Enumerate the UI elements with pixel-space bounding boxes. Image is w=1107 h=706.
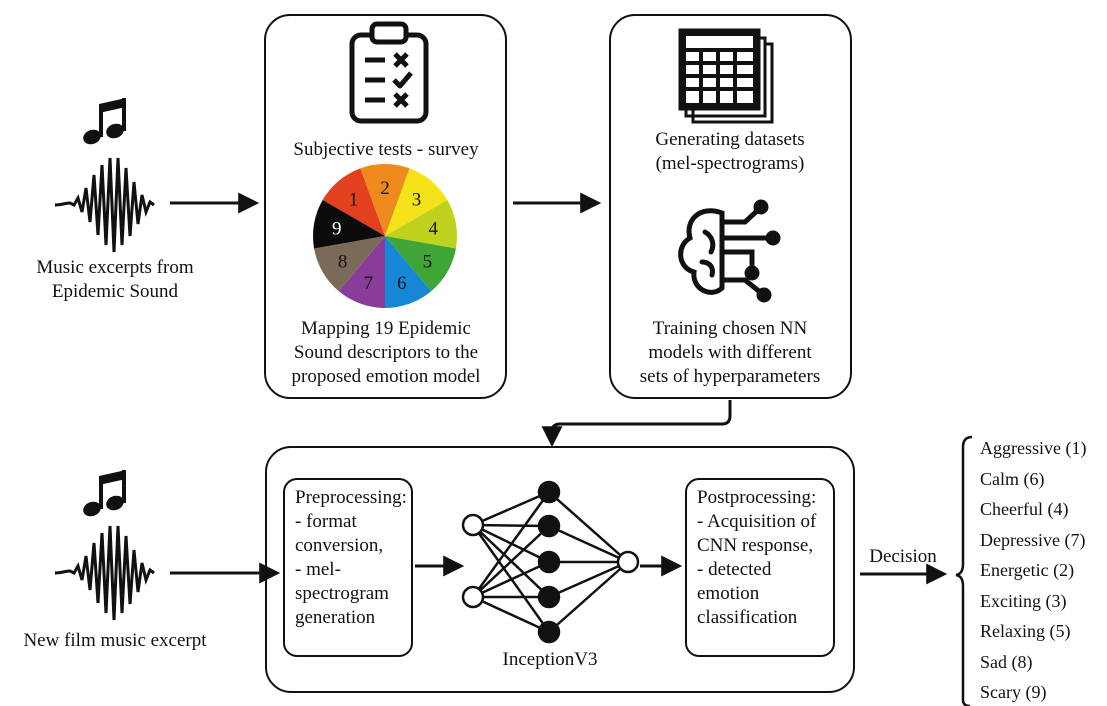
- emotion-item: Exciting (3): [980, 590, 1067, 611]
- wheel-slice: [385, 168, 448, 236]
- input-top-label: Music excerpts from Epidemic Sound: [36, 257, 194, 302]
- wheel-slice: [314, 236, 385, 292]
- wheel-slice: [313, 200, 385, 249]
- emotion-item: Sad (8): [980, 651, 1033, 672]
- spreadsheet-stack-icon: [678, 28, 774, 124]
- preprocessing-box: Preprocessing: - format conversion, - me…: [283, 478, 413, 657]
- sound-wave-icon-top: [54, 157, 155, 253]
- training-label: Training chosen NN models with different…: [639, 318, 821, 387]
- survey-label: Subjective tests - survey: [293, 139, 479, 160]
- wheel-number: 7: [364, 273, 374, 294]
- wheel-slice: [360, 164, 410, 236]
- wheel-slice: [322, 168, 385, 236]
- wheel-slice: [338, 236, 385, 308]
- wheel-number: 9: [332, 218, 342, 239]
- neural-network-icon: [461, 480, 640, 644]
- sound-wave-icon-bottom: [54, 525, 155, 621]
- arrow-training-to-cnn: [541, 400, 732, 448]
- datasets-label: Generating datasets (mel-spectrograms): [655, 129, 805, 174]
- emotion-item: Cheerful (4): [980, 499, 1069, 519]
- postprocessing-box: Postprocessing: - Acquisition of CNN res…: [685, 478, 835, 657]
- wheel-slice: [385, 236, 432, 308]
- network-label: InceptionV3: [502, 649, 598, 670]
- mapping-label: Mapping 19 Epidemic Sound descriptors to…: [291, 318, 481, 387]
- emotion-item: Relaxing (5): [980, 621, 1071, 641]
- wheel-slice: [385, 200, 458, 249]
- wheel-number: 5: [423, 251, 433, 272]
- decision-label: Decision: [869, 546, 937, 567]
- emotion-item: Scary (9): [980, 682, 1047, 702]
- wheel-number: 2: [380, 178, 390, 199]
- emotion-item: Energetic (2): [980, 560, 1075, 580]
- wheel-slice: [385, 236, 456, 292]
- emotion-wheel: 12 34 56 78 9: [313, 164, 458, 308]
- wheel-number: 8: [338, 251, 348, 272]
- wheel-number: 4: [428, 218, 438, 239]
- emotion-item: Aggressive (1): [980, 438, 1087, 458]
- wheel-number: 1: [349, 189, 359, 210]
- wheel-number: 6: [397, 273, 407, 294]
- brain-circuit-icon: [678, 199, 781, 303]
- training-panel: [609, 14, 852, 399]
- emotions-brace: [955, 435, 973, 706]
- emotion-item: Depressive (7): [980, 529, 1086, 550]
- emotion-item: Calm (6): [980, 468, 1045, 489]
- music-note-icon-bottom: [83, 470, 126, 517]
- wheel-number: 3: [412, 189, 422, 210]
- cnn-panel: [265, 446, 855, 693]
- survey-panel: [264, 14, 507, 399]
- music-note-icon-top: [83, 98, 126, 145]
- clipboard-checklist-icon: [349, 21, 429, 124]
- input-bottom-label: New film music excerpt: [23, 630, 207, 651]
